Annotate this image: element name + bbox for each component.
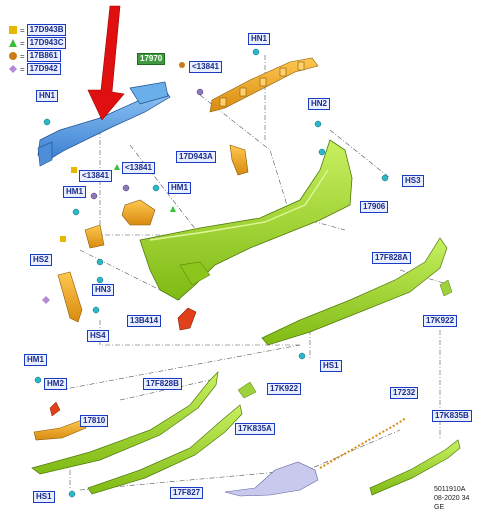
reference-date: 08-2020 34 bbox=[434, 495, 470, 502]
callout-hn2[interactable]: HN2 bbox=[308, 98, 331, 110]
callout-17k922-mid[interactable]: 17K922 bbox=[267, 383, 302, 395]
callout-hm1-mid[interactable]: HM1 bbox=[168, 182, 191, 194]
legend-row-square: = 17D943B bbox=[8, 24, 67, 36]
marker-square-yellow bbox=[60, 236, 66, 242]
marker-diamond-purple bbox=[42, 296, 50, 304]
square-icon bbox=[9, 26, 17, 34]
legend-label: 17D943B bbox=[26, 24, 67, 36]
bumper-cover-17906 bbox=[139, 139, 353, 301]
callout-hn1-top[interactable]: HN1 bbox=[248, 33, 271, 45]
lower-trim-17k835a bbox=[87, 404, 243, 495]
callout-17f828b[interactable]: 17F828B bbox=[143, 378, 182, 390]
reflector-upper bbox=[49, 401, 61, 417]
marker-square-yellow-2 bbox=[71, 167, 77, 173]
impact-beam-17970 bbox=[37, 81, 171, 167]
reflector-13b414 bbox=[177, 307, 197, 331]
legend-label: 17D943C bbox=[26, 37, 67, 49]
left-vertical-trim bbox=[57, 271, 83, 323]
callout-hs4[interactable]: HS4 bbox=[87, 330, 109, 342]
clip-17k922-mid bbox=[237, 381, 257, 399]
callout-17k835b[interactable]: 17K835B bbox=[432, 410, 472, 422]
callout-hm1-left[interactable]: HM1 bbox=[63, 186, 86, 198]
triangle-icon bbox=[9, 39, 17, 47]
callout-13841-top[interactable]: <13841 bbox=[189, 61, 222, 73]
callout-17232[interactable]: 17232 bbox=[390, 387, 419, 399]
red-arrow-icon bbox=[87, 5, 125, 121]
callout-hs1-mid[interactable]: HS1 bbox=[320, 360, 342, 372]
clip-17k922-right bbox=[439, 279, 453, 297]
callout-17970[interactable]: 17970 bbox=[137, 53, 166, 65]
callout-17k835a[interactable]: 17K835A bbox=[235, 423, 275, 435]
callout-hn1-left[interactable]: HN1 bbox=[36, 90, 59, 102]
callout-17810[interactable]: 17810 bbox=[80, 415, 109, 427]
callout-17d943a[interactable]: 17D943A bbox=[176, 151, 216, 163]
legend-row-triangle: = 17D943C bbox=[8, 37, 67, 49]
side-strip-17k835b bbox=[369, 439, 461, 496]
callout-17f828a[interactable]: 17F828A bbox=[372, 252, 411, 264]
callout-hs1-bottom[interactable]: HS1 bbox=[33, 491, 55, 503]
callout-hs3[interactable]: HS3 bbox=[402, 175, 424, 187]
callout-13841-mid-right[interactable]: <13841 bbox=[122, 162, 155, 174]
grey-clips bbox=[90, 88, 204, 200]
legend-label: 17B861 bbox=[26, 50, 61, 62]
legend-row-diamond: = 17D942 bbox=[8, 63, 61, 75]
side-bracket-17d943a bbox=[229, 144, 249, 176]
legend-row-circle: = 17B861 bbox=[8, 50, 61, 62]
diamond-icon bbox=[9, 65, 17, 73]
callout-hn3[interactable]: HN3 bbox=[92, 284, 115, 296]
lower-trim-17f828b bbox=[31, 370, 219, 475]
legend-label: 17D942 bbox=[26, 63, 61, 75]
callout-hm2[interactable]: HM2 bbox=[44, 378, 67, 390]
lower-valance-17f828a bbox=[261, 237, 448, 346]
reference-code: 5011910A bbox=[434, 486, 466, 493]
circle-icon bbox=[9, 52, 17, 60]
bracket-17810 bbox=[33, 419, 87, 441]
callout-17f827[interactable]: 17F827 bbox=[170, 487, 204, 499]
diffuser-17f827 bbox=[224, 461, 319, 497]
callout-13b414[interactable]: 13B414 bbox=[127, 315, 162, 327]
callout-17k922-right[interactable]: 17K922 bbox=[423, 315, 458, 327]
marker-circle-orange bbox=[179, 62, 185, 68]
callout-hs2[interactable]: HS2 bbox=[30, 254, 52, 266]
left-corner-bracket bbox=[84, 199, 156, 249]
upper-mounting-bracket bbox=[209, 57, 319, 113]
callout-13841-mid-left[interactable]: <13841 bbox=[79, 170, 112, 182]
callout-17906[interactable]: 17906 bbox=[360, 201, 389, 213]
marker-triangle-green bbox=[170, 206, 176, 212]
callout-hm1-bottom[interactable]: HM1 bbox=[24, 354, 47, 366]
marker-triangle-green-2 bbox=[114, 164, 120, 170]
reference-region: GE bbox=[434, 504, 445, 511]
fasteners bbox=[34, 48, 389, 498]
reference-block: 5011910A 08-2020 34 GE bbox=[434, 485, 469, 512]
reflector-strip-17232 bbox=[319, 417, 407, 469]
